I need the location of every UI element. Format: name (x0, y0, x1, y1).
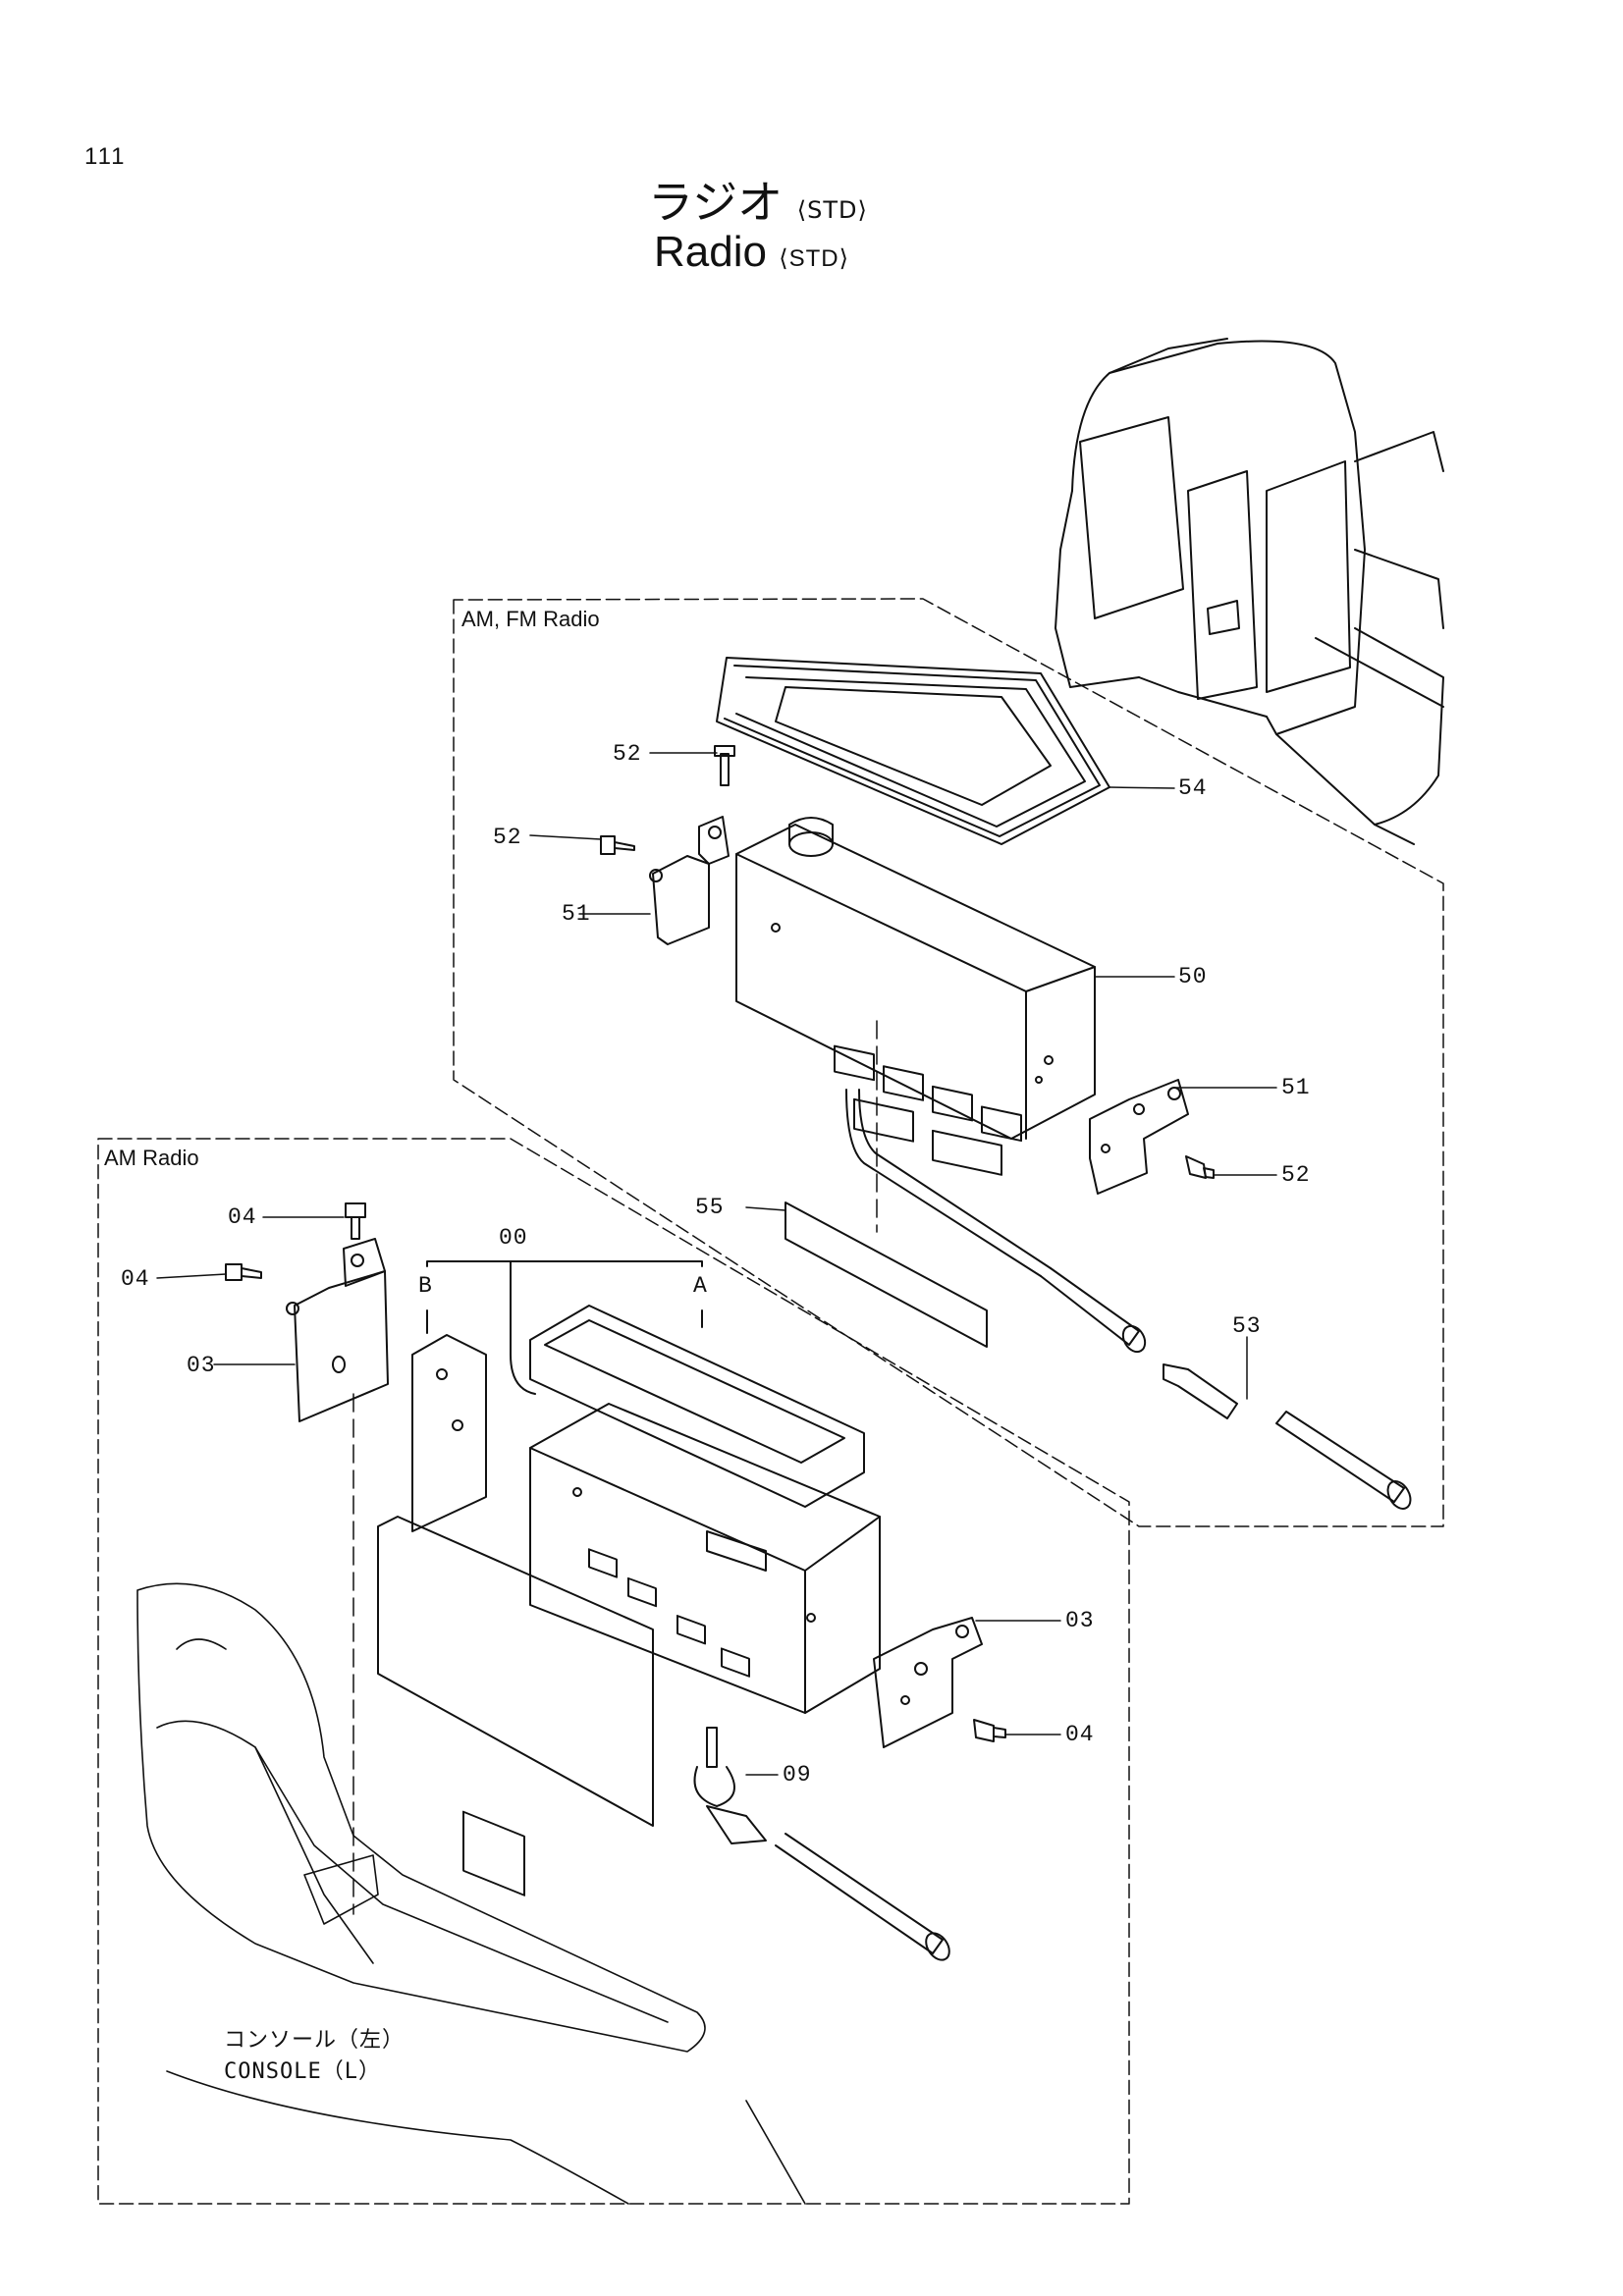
screw-part-52-right (1185, 1155, 1215, 1179)
title-en-text: Radio (654, 228, 767, 276)
screw-part-04-right (973, 1719, 1006, 1742)
console-label-english: CONSOLE（L） (224, 2059, 381, 2084)
bracket-part-51-left (649, 816, 730, 945)
callout-54: 54 (1178, 775, 1208, 801)
page-number: 111 (84, 143, 127, 170)
callout-04-right: 04 (1065, 1722, 1095, 1747)
title-jp-text: ラジオ (648, 176, 784, 229)
callout-52-right: 52 (1281, 1162, 1311, 1188)
callout-03-right: 03 (1065, 1608, 1095, 1633)
screw-part-52-top (714, 745, 735, 786)
callout-04-top: 04 (228, 1204, 257, 1230)
antenna-part-09 (693, 1727, 950, 1961)
callout-bracket-00 (426, 1260, 703, 1267)
callout-00: 00 (499, 1225, 528, 1251)
callout-51-right: 51 (1281, 1075, 1311, 1100)
callout-09: 09 (783, 1762, 812, 1788)
bezel-part-54 (716, 657, 1110, 845)
screw-part-52-left (600, 835, 635, 855)
bracket-part-03-left (286, 1238, 389, 1422)
title-jp-variant-tag: STD (797, 196, 868, 224)
callout-B: B (418, 1273, 433, 1299)
group-label-am-radio: AM Radio (104, 1146, 199, 1170)
page-title-english: Radio STD (654, 228, 849, 277)
bracket-part-51-right (1089, 1079, 1189, 1195)
radio-body-part-50 (735, 817, 1096, 1176)
bracket-part-03-right (873, 1617, 983, 1748)
page-title-japanese: ラジオ STD (648, 167, 868, 232)
callout-03-left: 03 (187, 1353, 216, 1378)
front-cover-plate (377, 1516, 654, 1896)
antenna-lead-part-53 (845, 1089, 1412, 1510)
fm-group-boundary (453, 598, 1444, 1527)
group-label-am-fm-radio: AM, FM Radio (461, 607, 600, 631)
screw-part-04-top (345, 1202, 366, 1240)
callout-52-left: 52 (493, 825, 522, 850)
callout-55: 55 (695, 1195, 725, 1220)
callout-50: 50 (1178, 964, 1208, 989)
callout-A: A (693, 1273, 708, 1299)
plate-part-55 (784, 1201, 988, 1348)
callout-53: 53 (1232, 1313, 1262, 1339)
callout-leaders (156, 752, 1277, 1776)
cab-illustration (1055, 338, 1444, 845)
title-en-variant-tag: STD (779, 245, 849, 272)
callout-04-left: 04 (121, 1266, 150, 1292)
callout-51-left: 51 (562, 901, 591, 927)
console-label-japanese: コンソール（左） (224, 2028, 406, 2053)
console-illustration (136, 1582, 806, 2205)
screw-part-04-left (225, 1263, 262, 1281)
side-panel-B (411, 1334, 487, 1532)
am-radio-body (529, 1403, 881, 1714)
am-group-boundary (97, 1138, 1130, 2205)
callout-52-top: 52 (613, 741, 642, 767)
leader-00 (510, 1260, 536, 1395)
front-panel-A (529, 1305, 865, 1678)
